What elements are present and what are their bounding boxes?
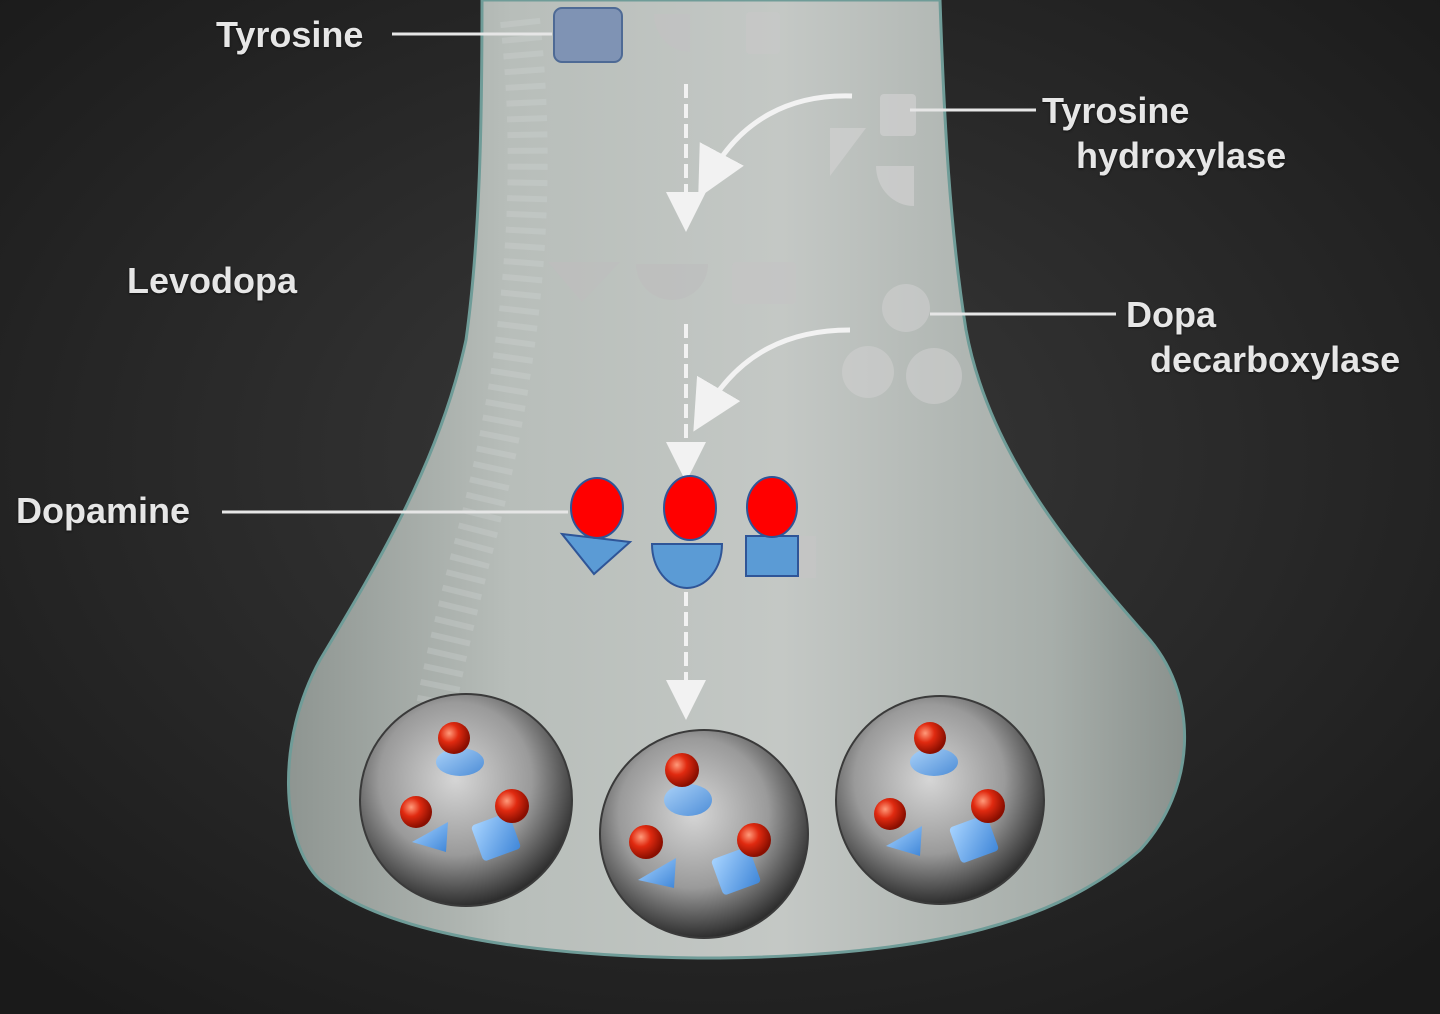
vesicle <box>836 696 1044 904</box>
label-line: Tyrosine <box>1042 88 1286 133</box>
label-line: hydroxylase <box>1042 133 1286 178</box>
label-levodopa: Levodopa <box>127 258 297 303</box>
label-dopa-decarboxylase: Dopa decarboxylase <box>1126 292 1400 382</box>
label-line: decarboxylase <box>1126 337 1400 382</box>
label-tyrosine: Tyrosine <box>216 12 363 57</box>
tyrosine-molecule <box>554 8 622 62</box>
vesicle <box>360 694 572 906</box>
faded-square <box>746 12 780 54</box>
label-tyrosine-hydroxylase: Tyrosine hydroxylase <box>1042 88 1286 178</box>
enzyme-circle <box>906 348 962 404</box>
levodopa-square <box>732 262 796 304</box>
enzyme-circle <box>882 284 930 332</box>
vesicle <box>600 730 808 938</box>
label-dopamine: Dopamine <box>16 488 190 533</box>
enzyme-square <box>880 94 916 136</box>
label-line: Dopa <box>1126 292 1400 337</box>
enzyme-circle <box>842 346 894 398</box>
